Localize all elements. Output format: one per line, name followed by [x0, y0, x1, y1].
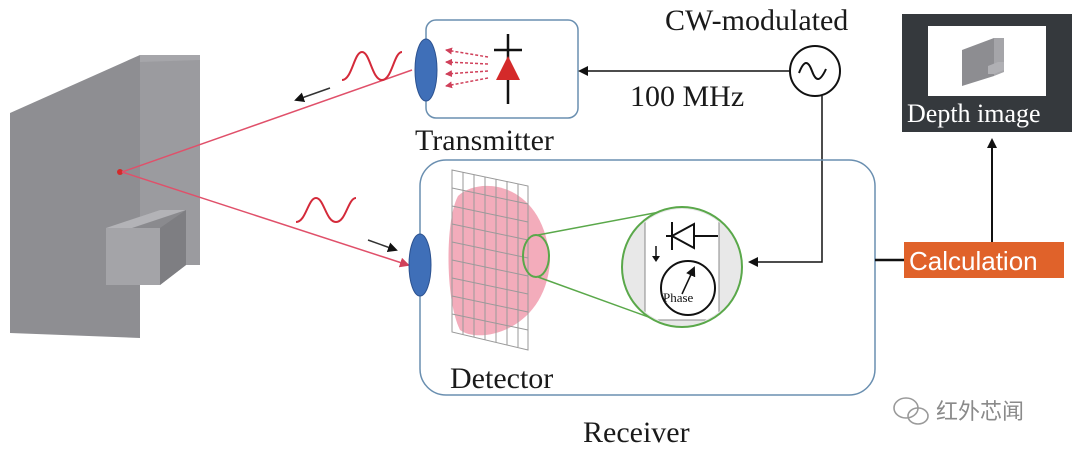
pixel-zoom: Phase [621, 206, 743, 328]
depth-image-label: Depth image [907, 99, 1041, 128]
receiver-lens [408, 233, 432, 297]
return-direction-arrow [367, 239, 398, 253]
frequency-label: 100 MHz [630, 80, 744, 113]
sine-source-icon [789, 45, 841, 97]
phase-meter-needle [681, 266, 696, 295]
zoom-line-top [537, 210, 666, 236]
target-point [117, 169, 123, 175]
sine-wave-glyph [798, 62, 827, 80]
calculation-box [904, 242, 1064, 278]
detector-label: Detector [450, 362, 553, 395]
incident-light-icon [652, 246, 660, 262]
photodiode-icon [666, 222, 718, 250]
emission-arrows [445, 47, 489, 89]
calculation-label: Calculation [909, 246, 1038, 276]
transmitter-lens [414, 38, 438, 102]
return-wave [295, 196, 357, 224]
outgoing-wave [341, 50, 403, 82]
phase-meter-icon [660, 260, 716, 316]
return-ray [121, 171, 410, 268]
outgoing-direction-arrow [294, 87, 331, 103]
detector-array [448, 169, 550, 351]
depth-preview-scene [962, 38, 1004, 86]
receiver-label: Receiver [583, 416, 690, 449]
zoom-line-bottom [537, 276, 666, 324]
scene-wall [10, 55, 200, 338]
cw-modulated-label: CW-modulated [665, 4, 848, 37]
outgoing-ray [121, 69, 413, 173]
selected-pixel [522, 234, 550, 278]
laser-diode-icon [494, 34, 522, 104]
transmitter-label: Transmitter [415, 124, 554, 157]
detector-grid [451, 169, 529, 351]
modulation-to-receiver-line [748, 96, 823, 267]
phase-label: Phase [663, 290, 694, 305]
scene-box [106, 210, 186, 285]
wechat-icon [893, 397, 929, 425]
watermark-text: 红外芯闻 [936, 400, 1024, 425]
